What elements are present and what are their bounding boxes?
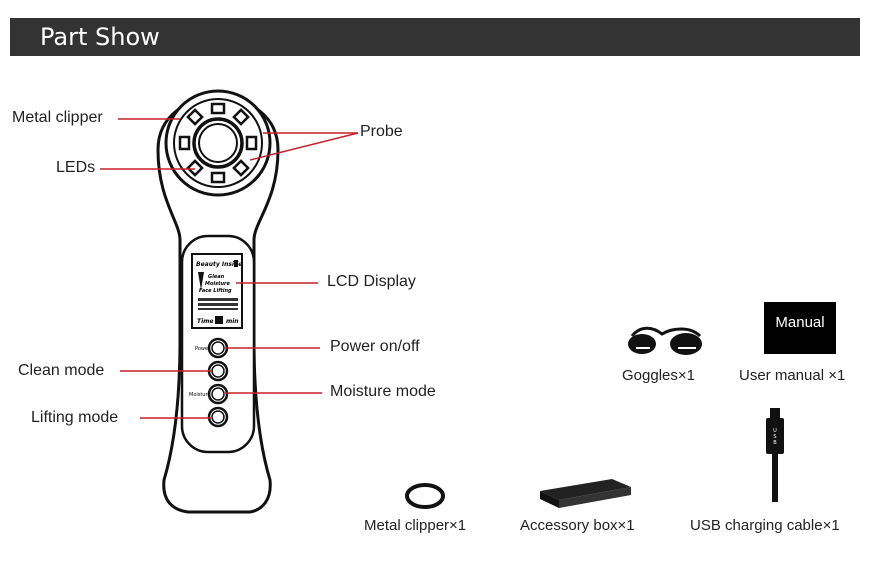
caption-goggles: Goggles×1 xyxy=(622,367,695,384)
label-probe: Probe xyxy=(360,123,403,140)
manual-box-text: Manual xyxy=(775,314,825,331)
accessory-box-icon xyxy=(540,479,631,508)
callout-lines xyxy=(100,118,359,419)
lcd-line: Time xyxy=(197,318,213,325)
led xyxy=(210,102,226,115)
goggles-icon xyxy=(628,326,702,355)
led xyxy=(210,171,226,184)
lcd-line: Face Lifting xyxy=(199,288,232,294)
user-manual-icon: Manual xyxy=(764,302,836,354)
caption-metal-clipper: Metal clipper×1 xyxy=(364,517,467,534)
label-moisture-mode: Moisture mode xyxy=(330,383,436,400)
led xyxy=(232,159,250,177)
svg-text:S: S xyxy=(773,434,776,440)
led xyxy=(186,159,204,177)
usb-cable-icon: U S B xyxy=(766,408,784,502)
usb-text: U xyxy=(773,428,777,434)
power-button-label: Power xyxy=(195,346,211,352)
led-ring xyxy=(178,102,258,184)
led xyxy=(245,135,258,151)
label-power: Power on/off xyxy=(330,338,420,355)
moisture-button-label: Moisture xyxy=(189,392,211,398)
callout-line xyxy=(249,132,359,161)
lcd-line: Moisture xyxy=(205,281,231,287)
label-metal-clipper: Metal clipper xyxy=(12,109,103,126)
caption-accessory-box: Accessory box×1 xyxy=(520,517,635,534)
label-leds: LEDs xyxy=(56,159,96,176)
caption-usb-cable: USB charging cable×1 xyxy=(690,517,840,534)
section-header: Part Show xyxy=(10,18,860,56)
svg-text:B: B xyxy=(773,440,777,446)
label-lcd-display: LCD Display xyxy=(327,273,416,290)
lcd-line: Glean xyxy=(208,274,225,280)
device-buttons xyxy=(207,337,229,428)
section-title: Part Show xyxy=(40,23,160,51)
caption-user-manual: User manual ×1 xyxy=(739,367,846,384)
led xyxy=(178,135,191,151)
lcd-line: Beauty Inside xyxy=(196,261,242,268)
lcd-display: Beauty Inside Glean Moisture Face Liftin… xyxy=(191,253,243,329)
metal-clipper-ring-icon xyxy=(405,483,445,509)
label-clean-mode: Clean mode xyxy=(18,362,105,379)
label-lifting-mode: Lifting mode xyxy=(31,409,119,426)
led xyxy=(232,108,250,126)
led xyxy=(186,108,204,126)
lcd-line: min xyxy=(226,318,239,325)
